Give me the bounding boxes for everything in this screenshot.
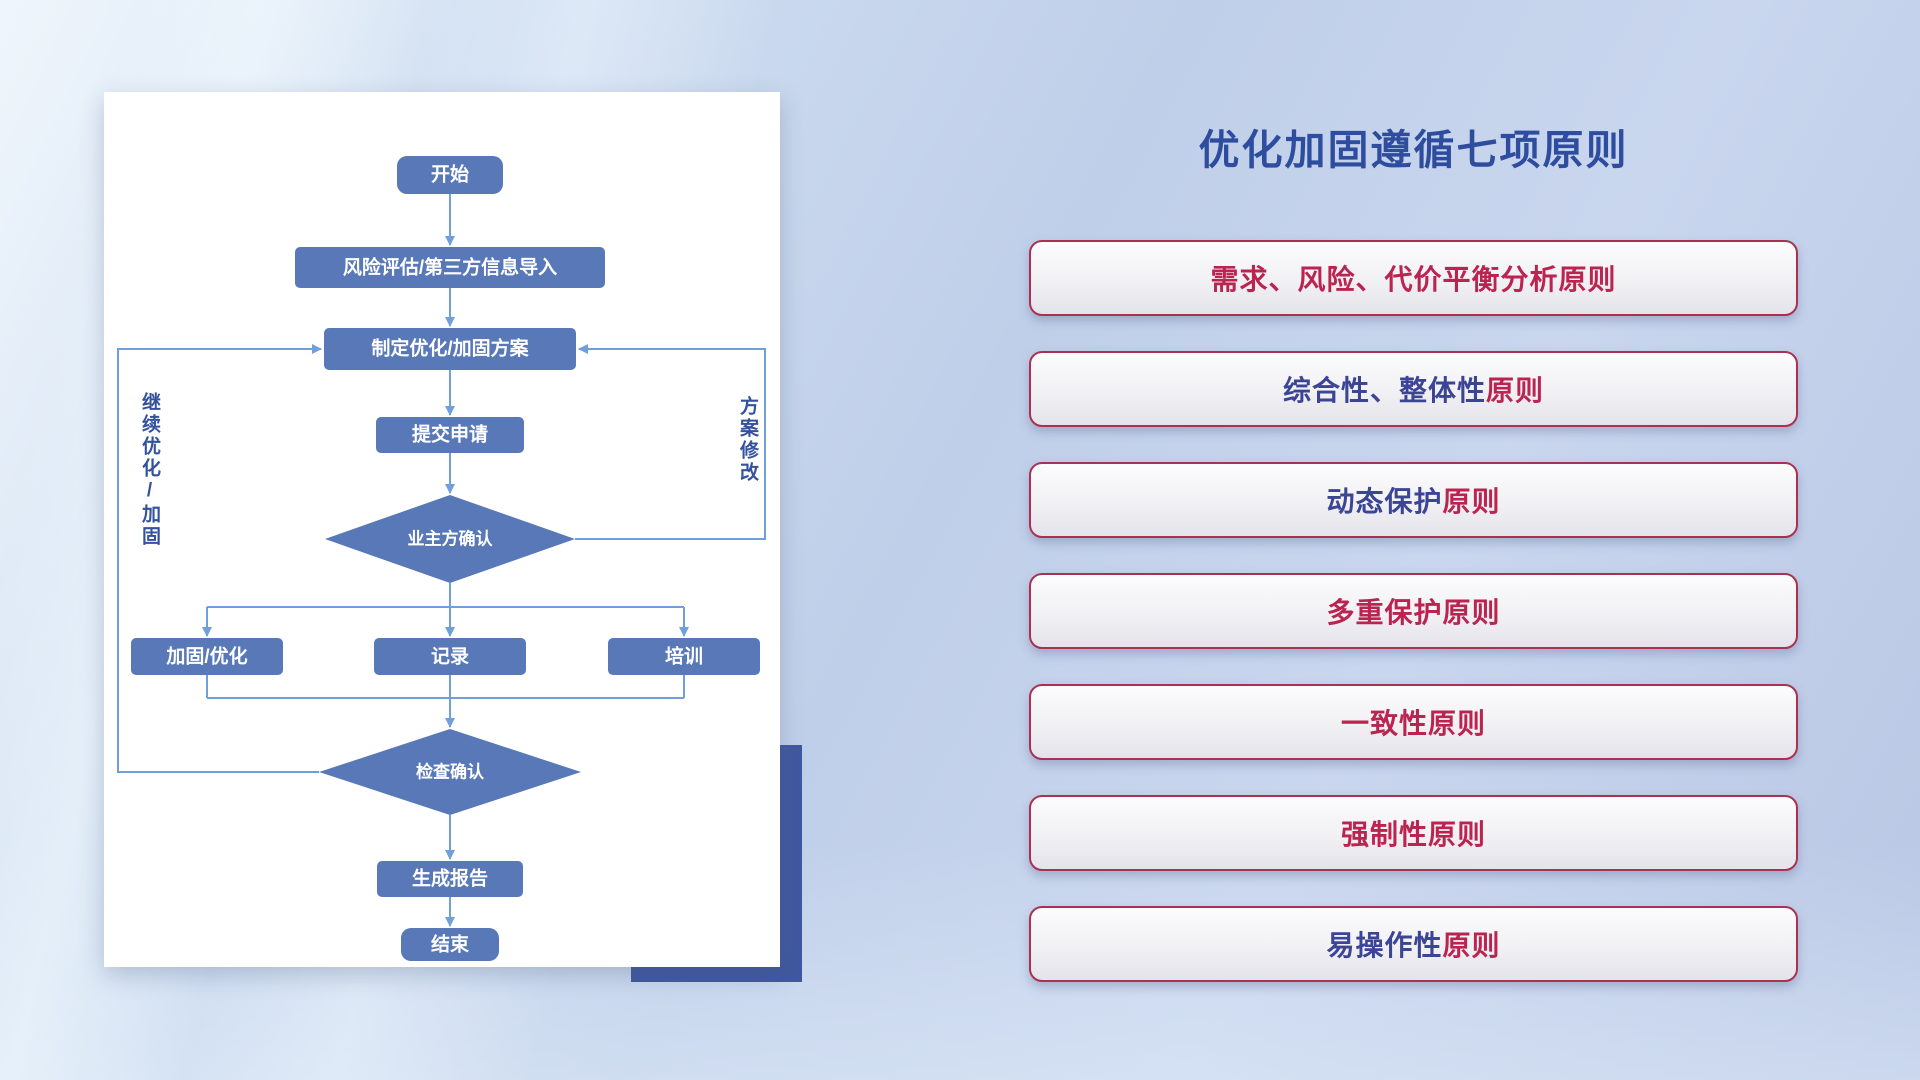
- node-make-plan-label: 制定优化/加固方案: [371, 337, 529, 360]
- principle-text: 原则: [1442, 930, 1501, 961]
- node-make-plan: 制定优化/加固方案: [324, 328, 576, 370]
- principle-text: 易操作性: [1326, 930, 1443, 961]
- principle-text: 综合性、整体性: [1282, 375, 1486, 406]
- principle-item: 需求、风险、代价平衡分析原则: [1029, 240, 1798, 316]
- flowchart-panel: 开始 风险评估/第三方信息导入 制定优化/加固方案 提交申请 业主方确认 加固/: [104, 92, 780, 967]
- node-risk-import-label: 风险评估/第三方信息导入: [343, 256, 557, 279]
- principle-item: 强制性原则: [1029, 795, 1798, 871]
- node-record-label: 记录: [431, 646, 469, 668]
- node-check-confirm: 检查确认: [319, 729, 581, 815]
- node-owner-confirm: 业主方确认: [325, 495, 575, 583]
- label-continue-optimize: 继续优化/加固: [139, 392, 160, 548]
- node-owner-confirm-label: 业主方确认: [408, 529, 494, 549]
- principle-text: 动态保护: [1326, 486, 1443, 517]
- node-end: 结束: [401, 928, 499, 961]
- node-submit-label: 提交申请: [412, 423, 488, 446]
- principle-item: 多重保护原则: [1029, 573, 1798, 649]
- principle-item: 综合性、整体性原则: [1029, 351, 1798, 427]
- flow-connectors: [117, 194, 766, 927]
- node-start: 开始: [397, 156, 503, 194]
- principle-text: 需求、风险、代价平衡分析原则: [1210, 264, 1617, 295]
- flowchart-canvas: 开始 风险评估/第三方信息导入 制定优化/加固方案 提交申请 业主方确认 加固/: [117, 156, 766, 961]
- principles-list: 需求、风险、代价平衡分析原则综合性、整体性原则动态保护原则多重保护原则一致性原则…: [1029, 240, 1798, 982]
- node-record: 记录: [374, 638, 526, 675]
- node-end-label: 结束: [431, 933, 470, 956]
- page-title: 优化加固遵循七项原则: [1198, 127, 1629, 173]
- node-report-label: 生成报告: [412, 867, 488, 890]
- label-plan-modify: 方案修改: [737, 396, 758, 484]
- node-reinforce: 加固/优化: [131, 638, 283, 675]
- principle-text: 原则: [1442, 486, 1501, 517]
- principle-text: 强制性原则: [1340, 819, 1486, 850]
- node-risk-import: 风险评估/第三方信息导入: [295, 247, 605, 288]
- principle-text: 多重保护原则: [1326, 597, 1501, 628]
- principle-item: 一致性原则: [1029, 684, 1798, 760]
- node-training: 培训: [608, 638, 760, 675]
- node-submit: 提交申请: [376, 417, 524, 453]
- principle-text: 一致性原则: [1340, 708, 1486, 739]
- node-reinforce-label: 加固/优化: [165, 645, 247, 668]
- node-report: 生成报告: [377, 861, 523, 897]
- node-start-label: 开始: [431, 163, 469, 186]
- node-training-label: 培训: [665, 645, 703, 668]
- principle-item: 动态保护原则: [1029, 462, 1798, 538]
- principle-item: 易操作性原则: [1029, 906, 1798, 982]
- principle-text: 原则: [1486, 375, 1545, 406]
- node-check-confirm-label: 检查确认: [416, 762, 485, 782]
